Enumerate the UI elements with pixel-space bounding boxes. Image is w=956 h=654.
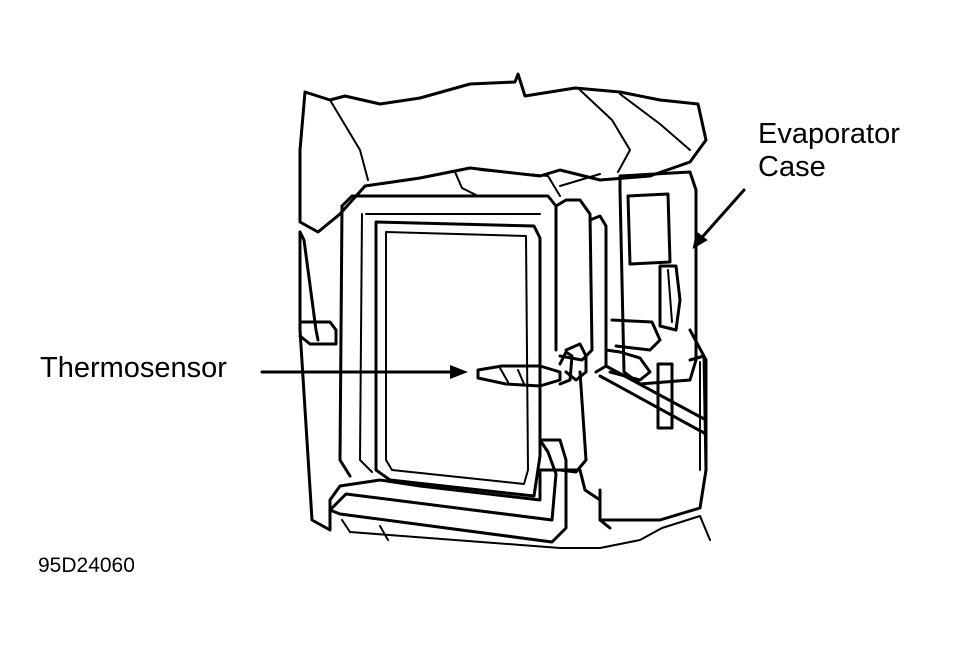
evaporator-case-label-line2: Case (758, 151, 826, 183)
bottom-pipe (328, 438, 711, 549)
evaporator-case-label-line1: Evaporator (758, 118, 900, 150)
right-tubing (554, 198, 708, 530)
thermosensor-arrow (260, 365, 468, 379)
evaporator-case-label: Evaporator Case (758, 118, 900, 184)
side-panel (618, 170, 708, 472)
case-frame (298, 194, 708, 532)
thermosensor-label: Thermosensor (40, 352, 227, 384)
thermosensor-part (476, 350, 574, 388)
evaporator-case-arrow (692, 188, 746, 250)
figure-id: 95D24060 (38, 554, 135, 577)
upper-cover (298, 72, 708, 234)
